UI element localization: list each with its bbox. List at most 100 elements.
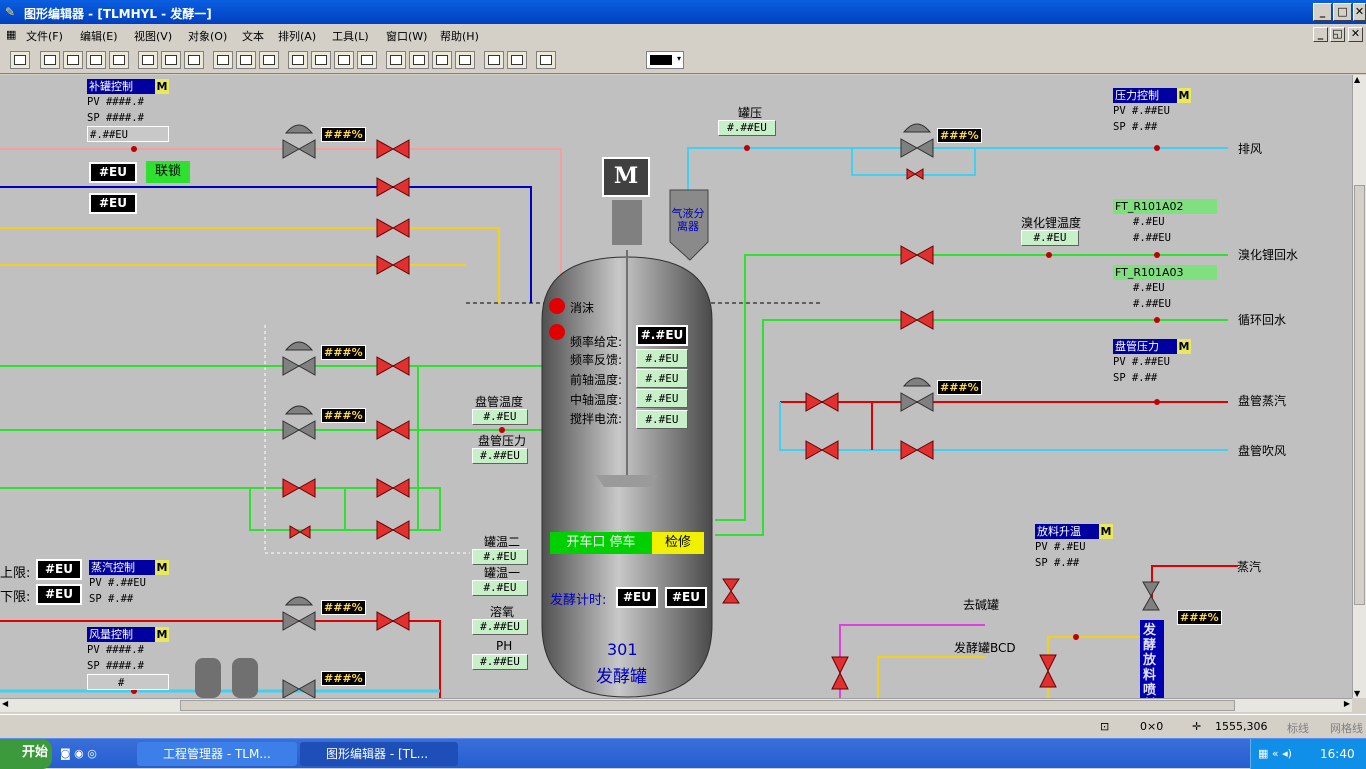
steam-control-title: 蒸汽控制 xyxy=(89,560,169,575)
menu-edit[interactable]: 编辑(E) xyxy=(80,30,118,43)
interlock-button[interactable]: 联锁 xyxy=(146,161,190,183)
tb-back-icon[interactable] xyxy=(409,51,429,69)
manual-badge: M xyxy=(155,627,169,642)
tb-align-icon[interactable] xyxy=(484,51,504,69)
menu-help[interactable]: 帮助(H) xyxy=(440,30,479,43)
maintenance-button[interactable]: 检修 xyxy=(652,532,704,554)
tb-ungroup-icon[interactable] xyxy=(455,51,475,69)
discharge-control-title: 放料升温 xyxy=(1035,524,1113,539)
tb-cut-icon[interactable] xyxy=(288,51,308,69)
doc-icon: ▦ xyxy=(6,28,17,41)
doc-restore-button[interactable]: ◱ xyxy=(1330,27,1345,42)
menu-arrange[interactable]: 排列(A) xyxy=(278,30,317,43)
discharge-sp: SP #.## xyxy=(1035,557,1080,569)
valve-opening-5: ###% xyxy=(321,671,366,686)
close-button[interactable]: ✕ xyxy=(1353,3,1366,21)
to-alkali-tank-label: 去碱罐 xyxy=(963,598,1000,612)
tb-calc-icon[interactable] xyxy=(40,51,60,69)
coil-pressure-sp: SP #.## xyxy=(1113,372,1158,384)
libr-temp-value: #.#EU xyxy=(1021,230,1079,246)
tray-icons[interactable]: ▦ « ◂) xyxy=(1258,747,1292,760)
task-project-manager[interactable]: 工程管理器 - TLM... xyxy=(137,742,297,766)
flow-2-title: FT_R101A03 xyxy=(1113,265,1217,280)
tb-undo-icon[interactable] xyxy=(357,51,377,69)
menu-view[interactable]: 视图(V) xyxy=(134,30,173,43)
start-stop-button[interactable]: 开车口 停车 xyxy=(550,532,652,554)
start-button[interactable]: 开始 xyxy=(0,739,52,769)
air-out: # xyxy=(87,674,169,690)
ph-label: PH xyxy=(496,639,513,653)
tb-grid-icon[interactable] xyxy=(10,51,30,69)
tb-copyprop-icon[interactable] xyxy=(138,51,158,69)
flow-panel-1[interactable]: FT_R101A02 #.#EU #.##EU xyxy=(1113,199,1217,246)
quicklaunch-icons[interactable]: ◙ ◉ ◎ xyxy=(60,747,97,760)
app-icon: ✎ xyxy=(5,5,16,19)
tb-distribute-icon[interactable] xyxy=(507,51,527,69)
mid-temp-label: 中轴温度: xyxy=(570,393,623,407)
freq-set-value[interactable]: #.#EU xyxy=(636,325,688,346)
maximize-button[interactable]: □ xyxy=(1333,3,1352,21)
window-title: 图形编辑器 - [TLMHYL - 发酵一] xyxy=(24,7,212,21)
pressure-sp: SP #.## xyxy=(1113,121,1158,133)
tank-temp2-value: #.#EU xyxy=(472,549,528,565)
tb-new-icon[interactable] xyxy=(213,51,233,69)
doc-close-button[interactable]: ✕ xyxy=(1348,27,1363,42)
flow-1-a: #.#EU xyxy=(1133,216,1165,228)
menu-object[interactable]: 对象(O) xyxy=(188,30,228,43)
color-picker[interactable]: ▾ xyxy=(646,51,684,69)
stir-current-label: 搅拌电流: xyxy=(570,412,623,426)
tb-save-icon[interactable] xyxy=(259,51,279,69)
lower-limit-label: 下限: xyxy=(0,590,31,605)
tb-print-icon[interactable] xyxy=(109,51,129,69)
ferment-bcd-label: 发酵罐BCD xyxy=(954,641,1016,655)
menu-tools[interactable]: 工具(L) xyxy=(332,30,369,43)
minimize-button[interactable]: _ xyxy=(1313,3,1332,21)
valve-opening-2: ###% xyxy=(321,345,366,360)
ferment-timer-1: #EU xyxy=(616,587,658,608)
tb-pasteprop-icon[interactable] xyxy=(161,51,181,69)
tb-front-icon[interactable] xyxy=(386,51,406,69)
feed-pv: PV ####.# xyxy=(87,96,144,108)
scroll-up-icon[interactable]: ▲ xyxy=(1354,75,1361,84)
menu-file[interactable]: 文件(F) xyxy=(26,30,63,43)
hscroll-thumb[interactable] xyxy=(180,700,1235,711)
discharge-jet-label: 发酵放料喷射 xyxy=(1143,623,1157,698)
scroll-thumb[interactable] xyxy=(1354,185,1365,605)
scroll-left-icon[interactable]: ◀ xyxy=(2,699,9,708)
tb-paste-icon[interactable] xyxy=(334,51,354,69)
position-readout: 1555,306 xyxy=(1215,720,1268,733)
tb-open-icon[interactable] xyxy=(236,51,256,69)
pressure-pv: PV #.##EU xyxy=(1113,105,1170,117)
scroll-right-icon[interactable]: ▶ xyxy=(1343,699,1350,708)
air-control-title: 风量控制 xyxy=(87,627,169,642)
flow-panel-2[interactable]: FT_R101A03 #.#EU #.##EU xyxy=(1113,265,1217,312)
tb-doc-icon[interactable] xyxy=(86,51,106,69)
menu-text[interactable]: 文本 xyxy=(242,30,264,43)
tank-temp1-label: 罐温一 xyxy=(484,566,521,580)
coil-pressure-title: 盘管压力 xyxy=(1113,339,1191,354)
vertical-scrollbar[interactable]: ▲▼ xyxy=(1352,75,1366,698)
task-graphic-editor[interactable]: 图形编辑器 - [TL... xyxy=(300,742,458,766)
toolbar: ▾ xyxy=(0,46,1366,74)
doc-minimize-button[interactable]: _ xyxy=(1313,27,1328,42)
horizontal-scrollbar[interactable]: ◀▶ xyxy=(0,698,1352,712)
tb-group-icon[interactable] xyxy=(432,51,452,69)
coil-blow-label: 盘管吹风 xyxy=(1238,444,1287,458)
tb-list-icon[interactable] xyxy=(184,51,204,69)
menu-window[interactable]: 窗口(W) xyxy=(386,30,428,43)
tb-copy-icon[interactable] xyxy=(311,51,331,69)
tb-tree-icon[interactable] xyxy=(63,51,83,69)
tb-book-icon[interactable] xyxy=(536,51,556,69)
scroll-down-icon[interactable]: ▼ xyxy=(1354,689,1361,698)
steam-label: 蒸汽 xyxy=(1237,560,1262,574)
coil-pressure-value: #.##EU xyxy=(472,448,528,464)
freq-fb-label: 频率反馈: xyxy=(570,353,623,367)
discharge-pv: PV #.#EU xyxy=(1035,541,1086,553)
